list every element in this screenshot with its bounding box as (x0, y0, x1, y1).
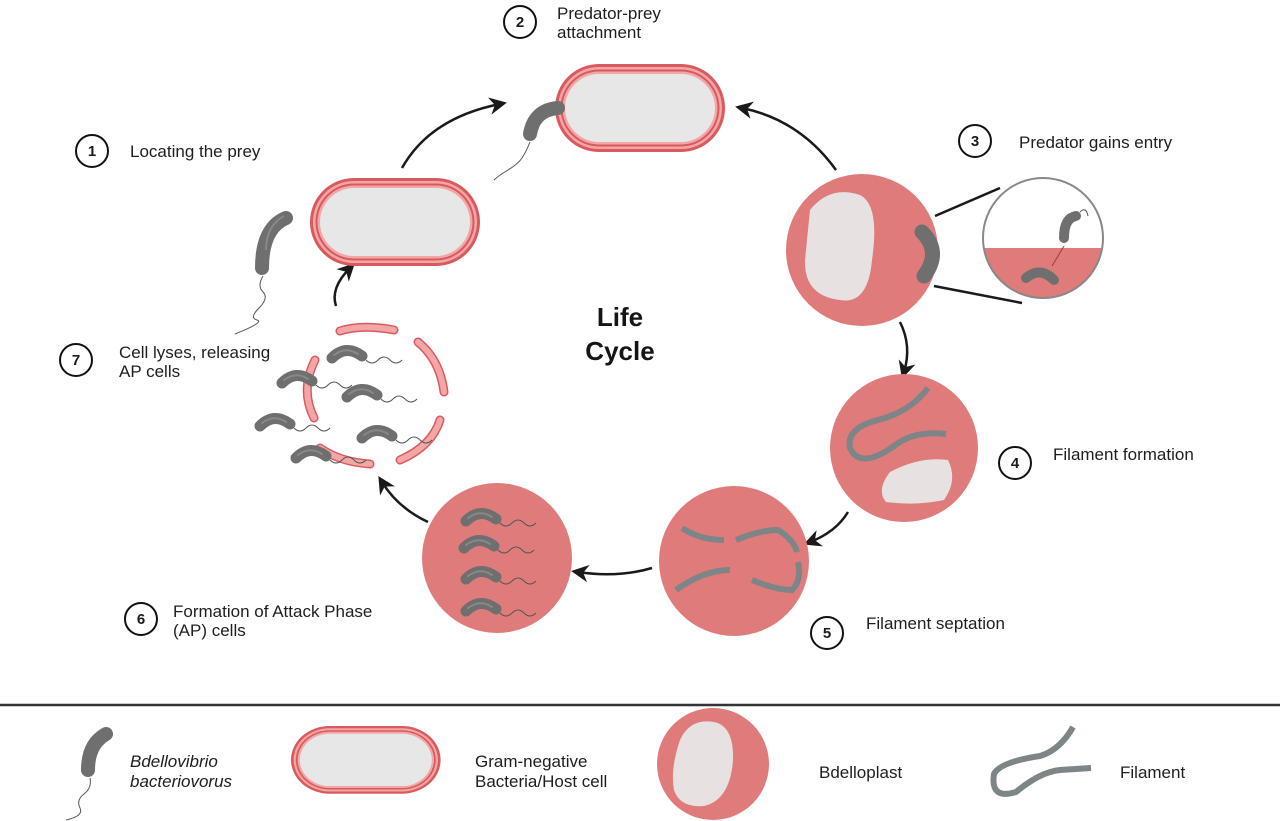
arrow-7-to-1 (333, 263, 355, 307)
arrow-6-to-7 (378, 476, 429, 524)
cycle-title-line-1: Life (596, 302, 644, 332)
arrow-4-to-5 (803, 511, 850, 547)
gram-negative-cell-icon (291, 726, 441, 794)
step-4-label-line-1: Filament formation (1053, 445, 1194, 464)
step-1-label: Locating the prey (130, 142, 260, 161)
step6-bdelloplast (422, 483, 572, 633)
legend-label-filament: Filament (1120, 763, 1185, 783)
cycle-title: Life Cycle (560, 300, 680, 368)
step2-predator-icon (493, 101, 565, 181)
step-2-label: Predator-prey attachment (557, 4, 661, 42)
legend-label-bdellovibrio-line-2: bacteriovorus (130, 772, 233, 791)
step-6-label-line-2: (AP) cells (173, 621, 246, 640)
step4-bdelloplast (830, 374, 978, 522)
step5-bdelloplast (659, 486, 809, 636)
legend-label-bdelloplast-line-1: Bdelloplast (819, 763, 903, 782)
step-2-badge: 2 (503, 5, 537, 39)
step-6-label-line-1: Formation of Attack Phase (173, 602, 373, 621)
step2-host-cell (555, 64, 725, 152)
step-2-label-line-2: attachment (557, 23, 642, 42)
cycle-title-line-2: Cycle (585, 336, 655, 366)
step-7-badge: 7 (59, 343, 93, 377)
legend-label-gram-negative-line-2: Bacteria/Host cell (475, 772, 608, 791)
step-1-label-line-1: Locating the prey (130, 142, 261, 161)
step3-zoom-inset (982, 177, 1104, 299)
legend-label-gram-negative-line-1: Gram-negative (475, 752, 588, 771)
legend-label-bdelloplast: Bdelloplast (819, 763, 902, 783)
legend-label-bdellovibrio-line-1: Bdellovibrio (130, 752, 218, 771)
filament-icon (990, 725, 1092, 797)
step-3-badge: 3 (958, 124, 992, 158)
bdellovibrio-icon (65, 727, 113, 821)
step-5-label: Filament septation (866, 614, 1005, 633)
arrow-5-to-6 (571, 564, 653, 583)
step-1-badge: 1 (75, 134, 109, 168)
step3-bdelloplast (786, 174, 940, 326)
step-7-label-line-1: Cell lyses, releasing (119, 343, 271, 362)
step-6-label: Formation of Attack Phase (AP) cells (173, 602, 372, 640)
step-4-badge: 4 (998, 446, 1032, 480)
step-4-label: Filament formation (1053, 445, 1194, 464)
bdelloplast-icon (657, 708, 769, 820)
arrow-1-to-2 (400, 97, 507, 169)
arrow-3-to-4 (898, 321, 916, 379)
step-3-label-line-1: Predator gains entry (1019, 133, 1173, 152)
step-2-label-line-1: Predator-prey (557, 4, 661, 23)
step-7-label: Cell lyses, releasing AP cells (119, 343, 270, 381)
arrow-3-to-2 (735, 101, 838, 171)
legend-label-filament-line-1: Filament (1120, 763, 1186, 782)
step1-host-cell (310, 178, 480, 266)
legend-label-gram-negative: Gram-negative Bacteria/Host cell (475, 752, 607, 792)
step-3-label: Predator gains entry (1019, 133, 1172, 152)
step1-predator-icon (234, 211, 293, 335)
step-7-label-line-2: AP cells (119, 362, 181, 381)
legend-label-bdellovibrio: Bdellovibrio bacteriovorus (130, 752, 232, 792)
step7-released-ap-cells (260, 350, 432, 463)
step-5-label-line-1: Filament septation (866, 614, 1005, 633)
step-6-badge: 6 (124, 602, 158, 636)
step-5-badge: 5 (810, 616, 844, 650)
